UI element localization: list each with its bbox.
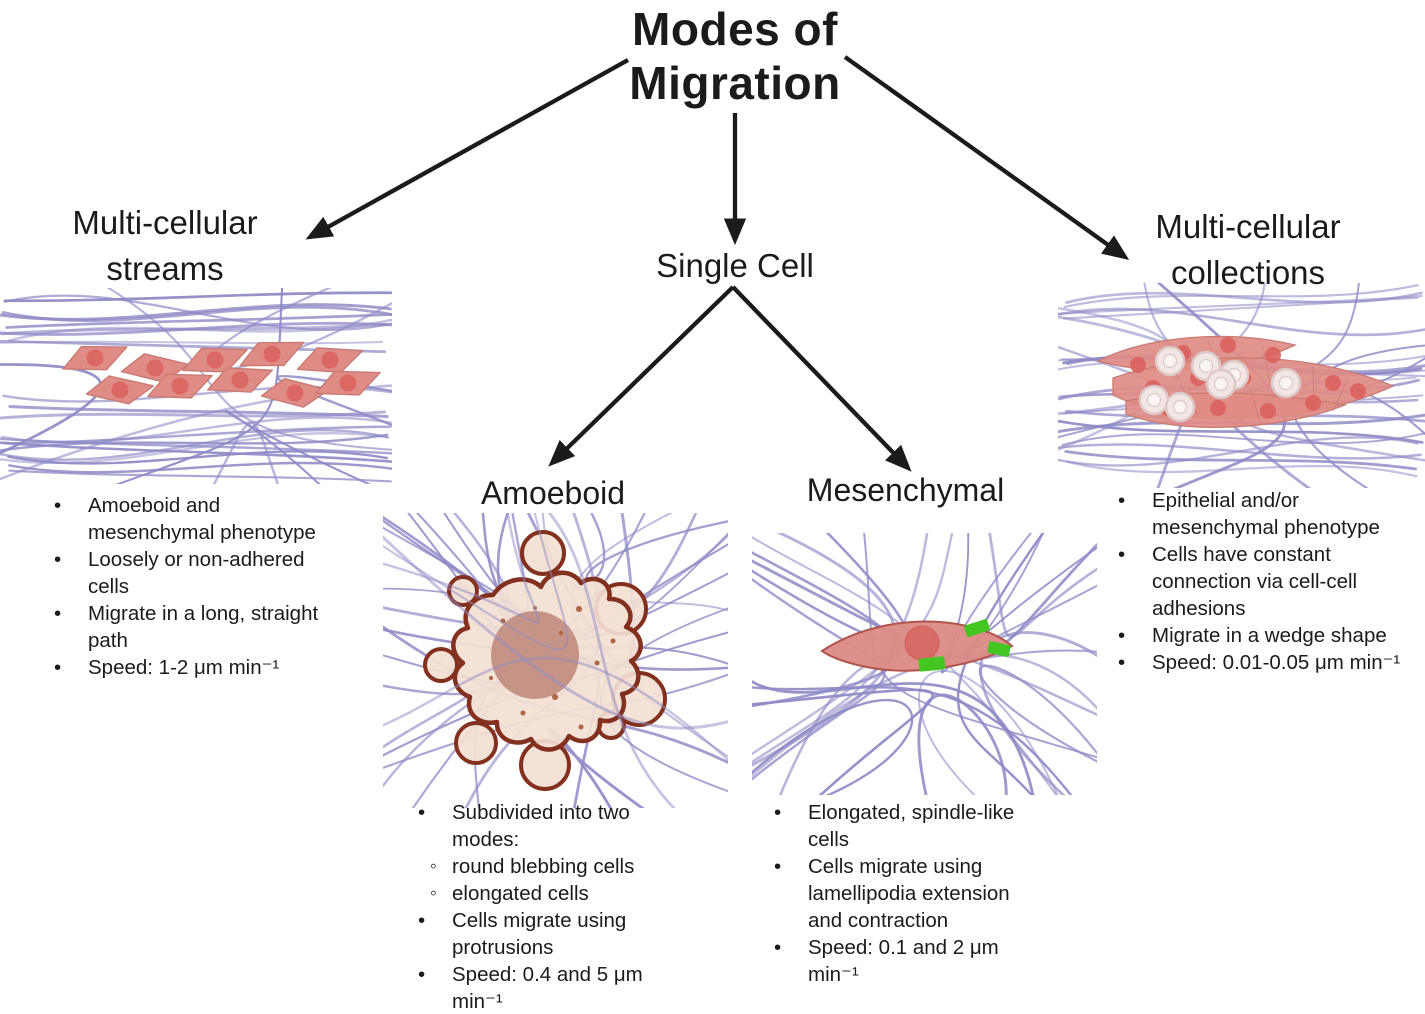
- bullet-marker: •: [1118, 543, 1126, 566]
- bullet-marker: •: [54, 602, 62, 625]
- node-heading-amoeboid: Amoeboid: [480, 475, 626, 511]
- list-item: • Loosely or non-adhered cells: [48, 546, 333, 600]
- list-item: • Migrate in a wedge shape: [1112, 622, 1425, 649]
- list-item-text: Migrate in a long, straight path: [88, 602, 319, 652]
- list-item-text: Cells migrate using lamellipodia extensi…: [808, 855, 1010, 932]
- bullet-marker: •: [774, 855, 782, 878]
- list-item-text: Elongated, spindle-like cells: [808, 801, 1015, 851]
- sub-list-item: ◦ elongated cells: [412, 880, 692, 907]
- list-item: • Epithelial and/or mesenchymal phenotype: [1112, 487, 1425, 541]
- list-item-text: Speed: 0.1 and 2 μm min⁻¹: [808, 936, 999, 986]
- page-title: Modes of Migration: [629, 3, 841, 110]
- list-item: • Elongated, spindle-like cells: [768, 799, 1048, 853]
- node-heading-single-cell: Single Cell: [656, 247, 814, 284]
- list-item: • Cells migrate using protrusions: [412, 907, 692, 961]
- bullet-marker: •: [1118, 489, 1126, 512]
- amoeboid-illustration: [383, 513, 728, 808]
- bullet-marker: •: [418, 801, 426, 824]
- bullet-marker: •: [1118, 624, 1126, 647]
- list-item-text: Speed: 0.01-0.05 μm min⁻¹: [1152, 651, 1401, 674]
- collections-illustration: [1058, 283, 1425, 488]
- list-item-text: Speed: 1-2 μm min⁻¹: [88, 656, 280, 679]
- amoeboid-bullet-list: • Subdivided into two modes: ◦ round blebbi…: [412, 799, 692, 1014]
- list-item: • Speed: 1-2 μm min⁻¹: [48, 654, 333, 681]
- mesenchymal-illustration: [752, 533, 1097, 795]
- bullet-marker: •: [54, 494, 62, 517]
- list-item-text: Loosely or non-adhered cells: [88, 548, 305, 598]
- bullet-marker: •: [54, 548, 62, 571]
- list-item: • Cells migrate using lamellipodia extens…: [768, 853, 1048, 934]
- node-heading-collections: Multi-cellular collections: [1155, 208, 1341, 291]
- bullet-marker: •: [774, 936, 782, 959]
- list-item: • Cells have constant connection via cell…: [1112, 541, 1425, 622]
- list-item-text: Migrate in a wedge shape: [1152, 624, 1387, 647]
- collections-bullet-list: • Epithelial and/or mesenchymal phenotype…: [1112, 487, 1425, 676]
- mesenchymal-bullet-list: • Elongated, spindle-like cells • Cells mig…: [768, 799, 1048, 988]
- list-item: • Subdivided into two modes:: [412, 799, 692, 853]
- streams-illustration: [0, 288, 392, 484]
- bullet-marker: •: [418, 963, 426, 986]
- bullet-marker: •: [54, 656, 62, 679]
- node-heading-streams: Multi-cellular streams: [72, 204, 258, 287]
- list-item-text: Amoeboid and mesenchymal phenotype: [88, 494, 316, 544]
- sub-list-item-text: round blebbing cells: [452, 855, 635, 878]
- sub-list-item: ◦ round blebbing cells: [412, 853, 692, 880]
- sub-bullet-marker: ◦: [430, 883, 437, 904]
- list-item: • Speed: 0.4 and 5 μm min⁻¹: [412, 961, 692, 1014]
- list-item-text: Cells have constant connection via cell-…: [1152, 543, 1358, 620]
- sub-list-item-text: elongated cells: [452, 882, 589, 905]
- list-item: • Migrate in a long, straight path: [48, 600, 333, 654]
- list-item-text: Cells migrate using protrusions: [452, 909, 627, 959]
- bullet-marker: •: [774, 801, 782, 824]
- list-item: • Amoeboid and mesenchymal phenotype: [48, 492, 333, 546]
- list-item-text: Epithelial and/or mesenchymal phenotype: [1152, 489, 1380, 539]
- list-item: • Speed: 0.01-0.05 μm min⁻¹: [1112, 649, 1425, 676]
- bullet-marker: •: [1118, 651, 1126, 674]
- streams-bullet-list: • Amoeboid and mesenchymal phenotype • Loos…: [48, 492, 333, 681]
- node-heading-mesenchymal: Mesenchymal: [806, 472, 1005, 508]
- list-item-text: Speed: 0.4 and 5 μm min⁻¹: [452, 963, 643, 1013]
- list-item-text: Subdivided into two modes:: [452, 801, 630, 851]
- bullet-marker: •: [418, 909, 426, 932]
- sub-bullet-marker: ◦: [430, 856, 437, 877]
- list-item: • Speed: 0.1 and 2 μm min⁻¹: [768, 934, 1048, 988]
